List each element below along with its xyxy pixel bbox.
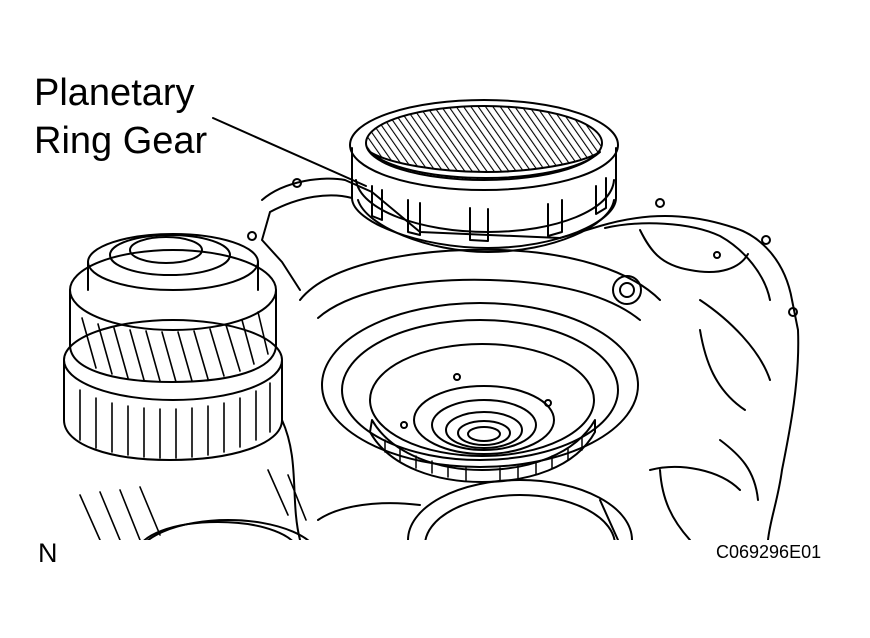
bore-ring [321, 302, 639, 468]
leader-line [212, 117, 367, 187]
ring-gear-bore-opening [369, 151, 601, 179]
case-contour [299, 248, 661, 301]
figure-code: C069296E01 [716, 542, 822, 562]
bore-ring [445, 411, 523, 449]
lower-left-gear-rim [146, 519, 310, 540]
bolt-boss [612, 275, 642, 305]
bolt-hole [788, 307, 798, 317]
bolt-hole [453, 373, 461, 381]
bore-gear-teeth [369, 419, 596, 483]
bore-tooth-lines [384, 437, 583, 481]
bore-ring [431, 399, 537, 451]
bolt-hole [544, 399, 552, 407]
upper-gear-body [69, 289, 277, 383]
lower-bore-ring [424, 494, 616, 540]
shaft-bearing [457, 420, 511, 446]
gear-hub [109, 234, 231, 276]
case-upper-edge [261, 194, 353, 291]
transmission-case [247, 177, 800, 540]
shaft-bearing-inner [467, 426, 501, 442]
lower-gear-body [63, 359, 283, 461]
gear-hub-center [129, 236, 203, 264]
lower-bore-ring [407, 479, 633, 540]
ring-gear-inner-teeth [365, 105, 603, 181]
bolt-hole [761, 235, 771, 245]
ring-gear-lower-band [355, 179, 615, 233]
lower-left-gear [79, 469, 310, 540]
bore-ring [413, 385, 555, 455]
case-right-flange [599, 299, 771, 540]
case-contour [317, 278, 641, 321]
part-label-line1: Planetary [34, 72, 195, 114]
bolt-boss-inner [619, 282, 635, 298]
bore-ring [369, 343, 595, 457]
bolt-hole [400, 421, 408, 429]
ring-gear-lower-edge [357, 199, 615, 253]
upper-gear-top [69, 249, 277, 331]
lower-gear-top [63, 319, 283, 401]
bore-ring [341, 319, 619, 461]
case-contour [281, 419, 421, 540]
ring-gear-lugs [371, 177, 607, 242]
bolt-hole [655, 198, 665, 208]
bolt-hole [292, 178, 302, 188]
lower-bore [143, 479, 633, 540]
bolt-hole [713, 251, 721, 259]
corner-mark: N [38, 538, 58, 568]
bolt-hole [247, 231, 257, 241]
lower-left-gear-teeth [79, 469, 307, 540]
planetary-ring-gear [349, 99, 619, 253]
gear-stack [63, 233, 283, 461]
lower-gear-teeth [79, 382, 271, 459]
lower-bore-ring [143, 521, 293, 540]
center-bore [321, 302, 639, 483]
gear-hub-side [87, 261, 259, 291]
upper-gear-helix [81, 311, 269, 383]
part-label-line2: Ring Gear [34, 120, 208, 162]
ring-gear-top-rim [349, 99, 619, 191]
case-right-rib [604, 222, 771, 301]
case-outline [261, 177, 800, 540]
